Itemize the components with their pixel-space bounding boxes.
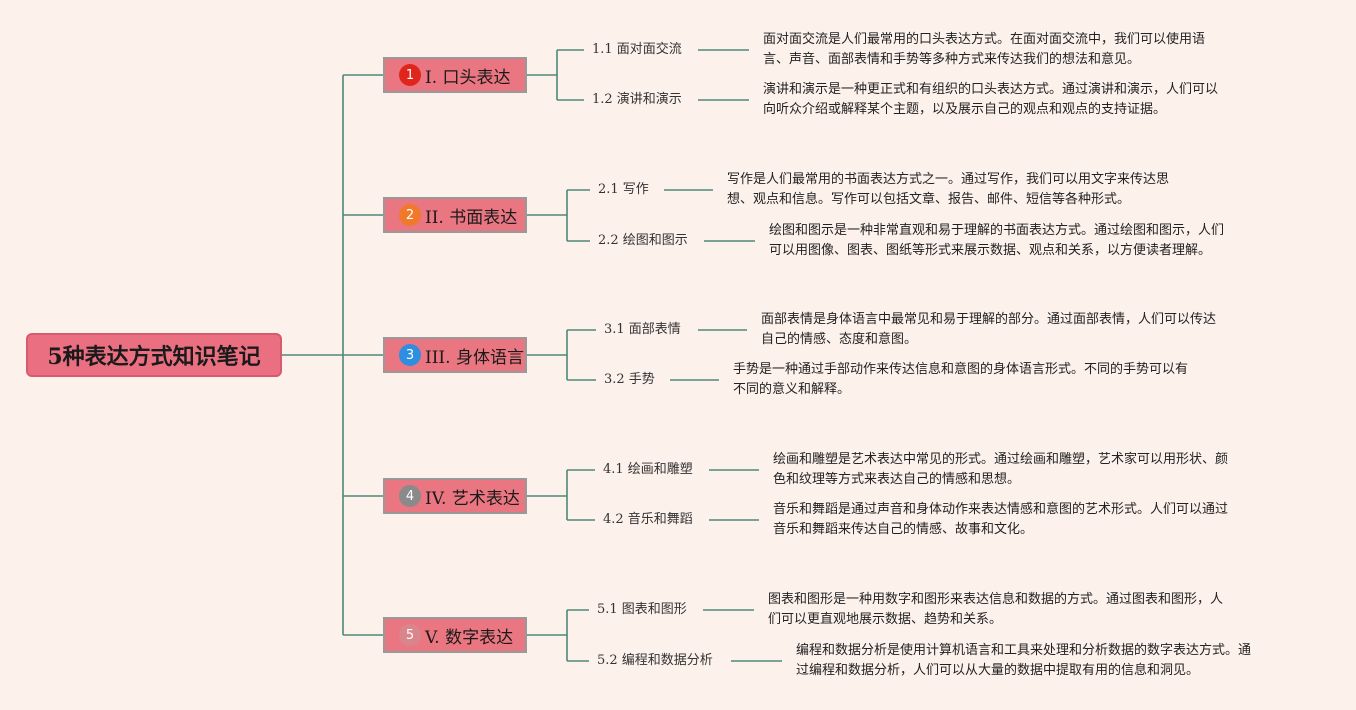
subtopic-label[interactable]: 3.1 面部表情	[604, 322, 681, 337]
section-label: I. 口头表达	[425, 67, 511, 88]
subtopic-description: 面部表情是身体语言中最常见和易于理解的部分。通过面部表情，人们可以传达自己的情感…	[761, 310, 1216, 350]
description-line: 写作是人们最常用的书面表达方式之一。通过写作，我们可以用文字来传达思	[727, 172, 1170, 187]
description-line: 音乐和舞蹈是通过声音和身体动作来表达情感和意图的艺术形式。人们可以通过	[773, 502, 1229, 517]
subtopic-label[interactable]: 2.2 绘图和图示	[598, 233, 688, 248]
section-label: III. 身体语言	[425, 347, 524, 368]
subtopic-description: 绘画和雕塑是艺术表达中常见的形式。通过绘画和雕塑，艺术家可以用形状、颜色和纹理等…	[773, 450, 1228, 490]
number-badge-icon: 5	[399, 624, 421, 646]
subtopic-label[interactable]: 4.1 绘画和雕塑	[603, 462, 693, 477]
subtopic-description: 写作是人们最常用的书面表达方式之一。通过写作，我们可以用文字来传达思想、观点和信…	[727, 170, 1169, 210]
description-line: 绘图和图示是一种非常直观和易于理解的书面表达方式。通过绘图和图示，人们	[769, 223, 1225, 238]
number-badge-icon: 3	[399, 344, 421, 366]
subtopic-description: 图表和图形是一种用数字和图形来表达信息和数据的方式。通过图表和图形，人们可以更直…	[768, 590, 1223, 630]
description-line: 过编程和数据分析，人们可以从大量的数据中提取有用的信息和洞见。	[796, 663, 1200, 678]
subtopic-description: 手势是一种通过手部动作来传达信息和意图的身体语言形式。不同的手势可以有不同的意义…	[733, 360, 1188, 400]
description-line: 色和纹理等方式来表达自己的情感和思想。	[773, 472, 1021, 487]
description-line: 图表和图形是一种用数字和图形来表达信息和数据的方式。通过图表和图形，人	[768, 592, 1224, 607]
subtopic-description: 音乐和舞蹈是通过声音和身体动作来表达情感和意图的艺术形式。人们可以通过音乐和舞蹈…	[773, 500, 1228, 540]
subtopic-label[interactable]: 5.2 编程和数据分析	[597, 653, 713, 668]
description-line: 演讲和演示是一种更正式和有组织的口头表达方式。通过演讲和演示，人们可以	[763, 82, 1219, 97]
description-line: 绘画和雕塑是艺术表达中常见的形式。通过绘画和雕塑，艺术家可以用形状、颜	[773, 452, 1229, 467]
description-line: 面部表情是身体语言中最常见和易于理解的部分。通过面部表情，人们可以传达	[761, 312, 1217, 327]
section-label: IV. 艺术表达	[425, 488, 520, 509]
subtopic-label[interactable]: 5.1 图表和图形	[597, 602, 687, 617]
subtopic-label[interactable]: 4.2 音乐和舞蹈	[603, 512, 693, 527]
subtopic-label[interactable]: 3.2 手势	[604, 372, 655, 387]
subtopic-label[interactable]: 1.1 面对面交流	[592, 42, 682, 57]
number-badge-icon: 4	[399, 485, 421, 507]
root-node[interactable]: 5种表达方式知识笔记	[26, 333, 282, 377]
subtopic-description: 演讲和演示是一种更正式和有组织的口头表达方式。通过演讲和演示，人们可以向听众介绍…	[763, 80, 1218, 120]
subtopic-description: 编程和数据分析是使用计算机语言和工具来处理和分析数据的数字表达方式。通过编程和数…	[796, 641, 1251, 681]
section-label: II. 书面表达	[425, 207, 518, 228]
subtopic-label[interactable]: 2.1 写作	[598, 182, 649, 197]
description-line: 手势是一种通过手部动作来传达信息和意图的身体语言形式。不同的手势可以有	[733, 362, 1189, 377]
number-badge-icon: 2	[399, 204, 421, 226]
root-title: 5种表达方式知识笔记	[47, 344, 261, 370]
description-line: 向听众介绍或解释某个主题，以及展示自己的观点和观点的支持证据。	[763, 102, 1167, 117]
number-badge-icon: 1	[399, 64, 421, 86]
subtopic-description: 面对面交流是人们最常用的口头表达方式。在面对面交流中，我们可以使用语言、声音、面…	[763, 30, 1205, 70]
description-line: 不同的意义和解释。	[733, 382, 851, 397]
description-line: 可以用图像、图表、图纸等形式来展示数据、观点和关系，以方便读者理解。	[769, 243, 1212, 258]
subtopic-label[interactable]: 1.2 演讲和演示	[592, 92, 682, 107]
section-label: V. 数字表达	[425, 627, 514, 648]
description-line: 编程和数据分析是使用计算机语言和工具来处理和分析数据的数字表达方式。通	[796, 643, 1252, 658]
subtopic-description: 绘图和图示是一种非常直观和易于理解的书面表达方式。通过绘图和图示，人们可以用图像…	[769, 221, 1224, 261]
description-line: 想、观点和信息。写作可以包括文章、报告、邮件、短信等各种形式。	[727, 192, 1131, 207]
description-line: 面对面交流是人们最常用的口头表达方式。在面对面交流中，我们可以使用语	[763, 32, 1206, 47]
description-line: 自己的情感、态度和意图。	[761, 332, 918, 347]
description-line: 音乐和舞蹈来传达自己的情感、故事和文化。	[773, 522, 1034, 537]
description-line: 们可以更直观地展示数据、趋势和关系。	[768, 612, 1003, 627]
description-line: 言、声音、面部表情和手势等多种方式来传达我们的想法和意见。	[763, 52, 1141, 67]
